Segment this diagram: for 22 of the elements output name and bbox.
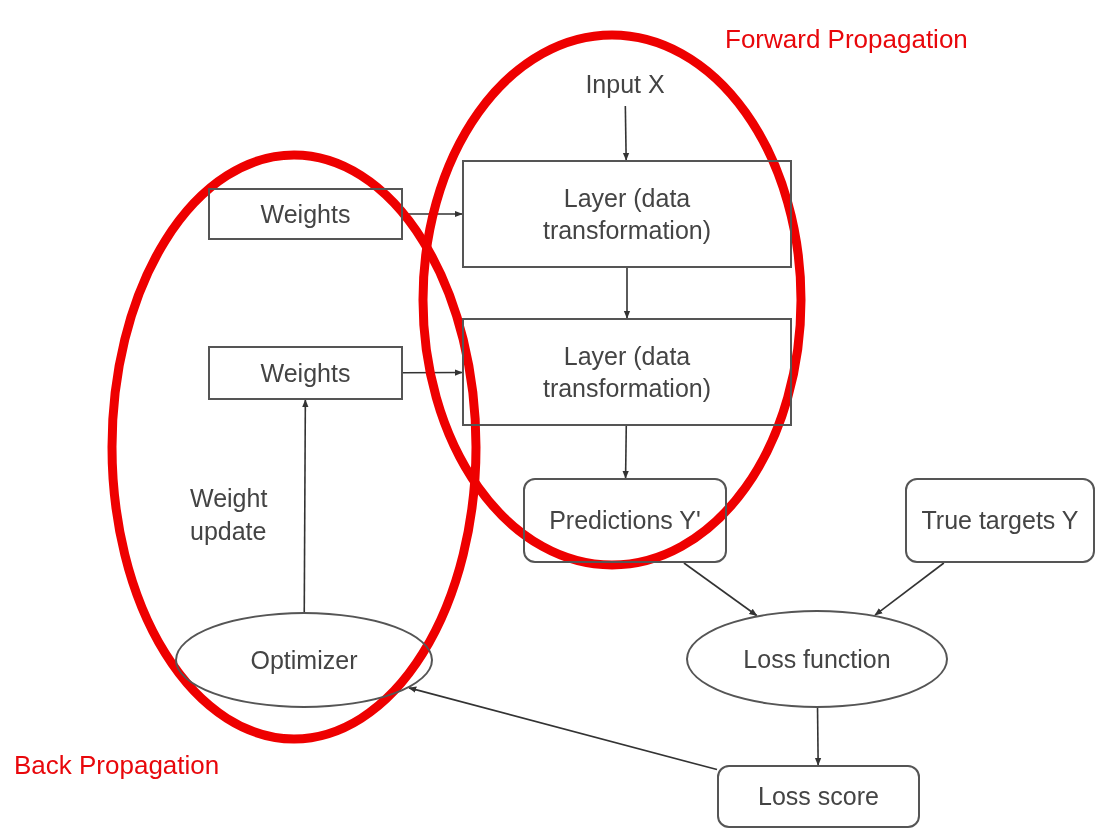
process-box: Layer (data transformation) xyxy=(462,318,792,426)
process-box: Layer (data transformation) xyxy=(462,160,792,268)
arrow xyxy=(874,562,945,616)
arrow xyxy=(814,707,822,766)
section-label: Back Propagation xyxy=(14,750,220,781)
rounded-box: Predictions Y' xyxy=(523,478,727,563)
edge-label: Weight update xyxy=(190,483,269,547)
process-box: Weights xyxy=(208,346,403,400)
rounded-box: True targets Y xyxy=(905,478,1095,563)
arrow xyxy=(683,562,758,617)
arrow xyxy=(402,369,463,376)
arrow xyxy=(622,105,630,161)
arrow xyxy=(408,686,718,771)
arrow xyxy=(302,399,309,613)
section-label: Forward Propagation xyxy=(725,24,968,55)
process-box: Weights xyxy=(208,188,403,240)
rounded-box: Loss score xyxy=(717,765,920,828)
arrow xyxy=(623,267,631,319)
process-ellipse: Optimizer xyxy=(175,612,433,708)
process-ellipse: Loss function xyxy=(686,610,948,708)
arrow xyxy=(622,425,629,479)
input-label: Input X xyxy=(560,62,690,106)
